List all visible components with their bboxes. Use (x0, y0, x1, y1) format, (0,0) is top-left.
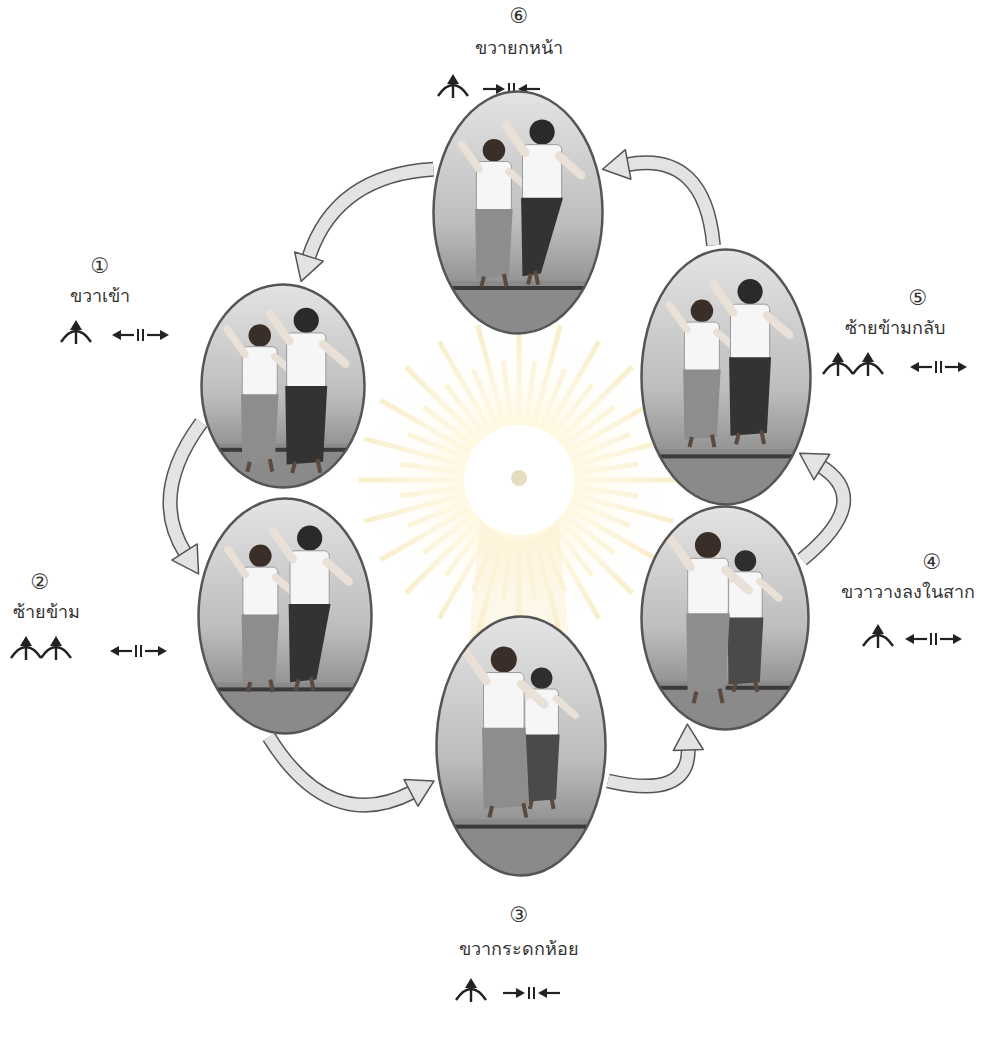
step-label: ขวาเข้า (70, 285, 130, 307)
photo-oval: ①ขวาเข้า (200, 283, 366, 489)
curved-arrow (170, 423, 201, 574)
photo-illustration (197, 497, 373, 735)
photo-illustration (435, 615, 607, 877)
photo-oval: ③ขวากระดกห้อย (435, 615, 607, 877)
photo-illustration (640, 505, 810, 731)
step-number: ① (91, 254, 110, 279)
step-number: ④ (923, 550, 942, 575)
photo-oval: ②ซ้ายข้าม (197, 497, 373, 735)
curved-arrow (800, 453, 844, 559)
step-number: ③ (510, 903, 529, 928)
photo-illustration (200, 283, 366, 489)
step-number: ⑥ (510, 4, 529, 29)
photo-oval: ⑥ขวายกหน้า (432, 90, 604, 335)
step-label: ขวายกหน้า (475, 37, 563, 59)
step-label: ขวาวางลงในสาก (841, 581, 975, 603)
photo-illustration (640, 248, 812, 506)
curved-arrow (295, 169, 434, 281)
curved-arrow (269, 737, 434, 806)
step-number: ② (31, 570, 50, 595)
step-label: ซ้ายข้ามกลับ (845, 317, 945, 339)
step-label: ขวากระดกห้อย (459, 938, 579, 960)
photo-oval: ④ขวาวางลงในสาก (640, 505, 810, 731)
photo-illustration (432, 90, 604, 335)
step-number: ⑤ (909, 286, 928, 311)
curved-arrow (608, 724, 703, 786)
photo-oval: ⑤ซ้ายข้ามกลับ (640, 248, 812, 506)
curved-arrow (603, 150, 714, 246)
step-label: ซ้ายข้าม (13, 601, 80, 623)
